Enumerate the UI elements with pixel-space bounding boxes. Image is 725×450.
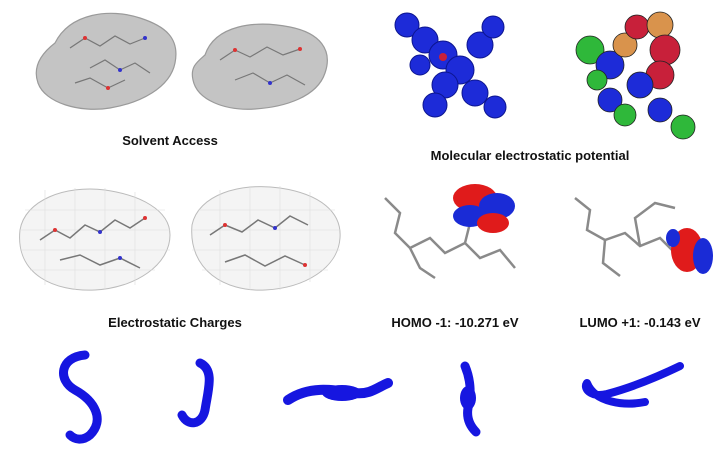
electrostatic-charges-mesh-1 (19, 188, 171, 291)
mep-surface-colored (575, 11, 696, 140)
solvent-access-surface-2 (191, 23, 328, 110)
electrostatic-charges-mesh-2 (191, 186, 341, 291)
backbone-tube-4 (460, 361, 481, 437)
backbone-tube-3 (283, 378, 393, 405)
solvent-access-surface-1 (35, 12, 177, 110)
backbone-tube-2 (177, 358, 214, 428)
caption-mep: Molecular electrostatic potential (430, 148, 630, 163)
homo-orbital (384, 184, 516, 280)
backbone-tube-5 (582, 362, 684, 408)
backbone-tube-1 (59, 350, 102, 444)
caption-electrostatic-charges: Electrostatic Charges (108, 315, 242, 330)
mep-surface-blue (394, 12, 507, 119)
caption-lumo: LUMO +1: -0.143 eV (579, 315, 701, 330)
lumo-orbital (574, 197, 713, 277)
caption-homo: HOMO -1: -10.271 eV (391, 315, 519, 330)
caption-solvent-access: Solvent Access (122, 133, 218, 148)
